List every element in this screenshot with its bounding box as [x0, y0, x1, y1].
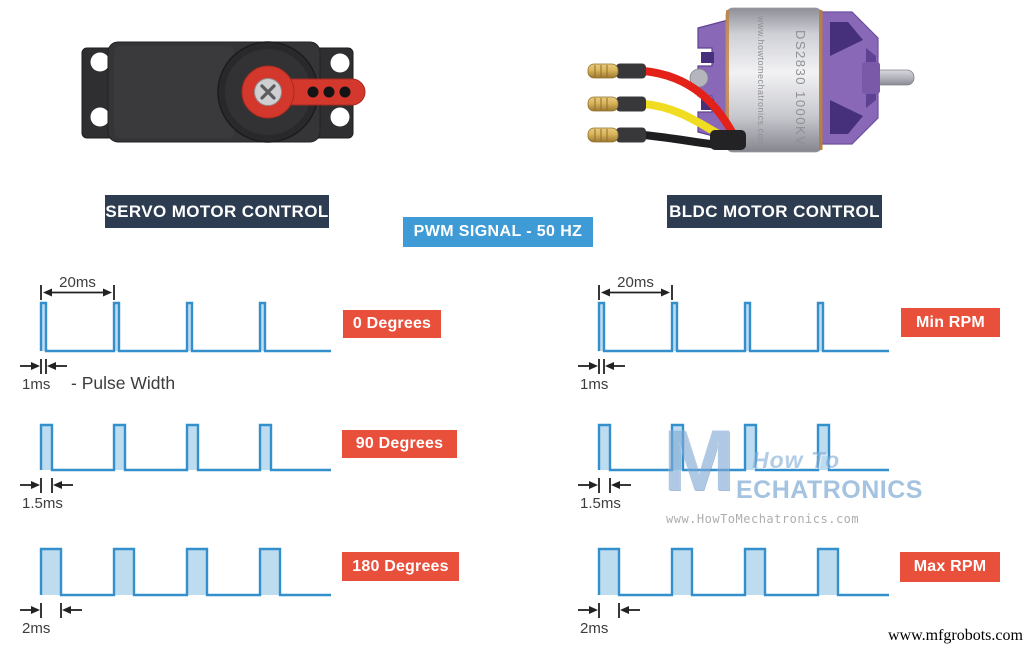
- pulse-fill: [187, 303, 192, 351]
- pulse-train: [39, 301, 331, 353]
- tag-0-degrees: 0 Degrees: [343, 310, 441, 338]
- pulse-width-annotation: 1.5ms: [20, 478, 73, 512]
- pulse-train: [597, 547, 889, 597]
- pulse-fill: [260, 549, 280, 595]
- bullet-connector: [587, 96, 619, 112]
- heat-shrink: [616, 63, 646, 79]
- pulse-fill: [41, 303, 46, 351]
- watermark-m-logo: M: [663, 413, 735, 509]
- wave-row-left-1: 1.5ms: [20, 423, 331, 512]
- pulse-fill: [41, 425, 52, 470]
- pulse-fill: [818, 303, 823, 351]
- pulse-train: [39, 547, 331, 597]
- bullet-connector: [587, 127, 619, 143]
- svg-text:2ms: 2ms: [580, 620, 608, 637]
- pulse-fill: [187, 425, 198, 470]
- pulse-fill: [114, 425, 125, 470]
- svg-text:- Pulse Width: - Pulse Width: [71, 373, 175, 393]
- svg-text:1.5ms: 1.5ms: [580, 495, 621, 512]
- wave-row-left-2: 2ms: [20, 547, 331, 637]
- bldc-brand-text: www.howtomechatronics.com: [756, 15, 766, 147]
- wave-row-right-2: 2ms: [578, 547, 889, 637]
- pulse-width-annotation: 2ms: [578, 603, 640, 637]
- bldc-motor-illustration: www.howtomechatronics.com DS2830 1000KV: [587, 7, 915, 153]
- bullet-connector: [587, 63, 619, 79]
- heat-shrink: [616, 96, 646, 112]
- pulse-fill: [41, 549, 61, 595]
- pulse-fill: [672, 303, 677, 351]
- pulse-fill: [818, 549, 838, 595]
- bldc-model-text: DS2830 1000KV: [793, 30, 808, 146]
- wire-sleeve: [710, 130, 746, 150]
- pulse-fill: [672, 549, 692, 595]
- pulse-width-annotation: 1ms - Pulse Width: [20, 359, 175, 393]
- pulse-fill: [260, 303, 265, 351]
- period-annotation: 20ms: [598, 274, 673, 300]
- wave-row-left-0: 20ms 1ms - Pulse Width: [20, 274, 331, 393]
- watermark-echatronics: ECHATRONICS: [736, 476, 923, 504]
- servo-motor-illustration: [81, 41, 366, 143]
- pulse-width-annotation: 2ms: [20, 603, 82, 637]
- pulse-fill: [114, 549, 134, 595]
- tag-90-degrees: 90 Degrees: [342, 430, 457, 458]
- servo-motor-control-caption: SERVO MOTOR CONTROL: [105, 195, 329, 228]
- pulse-train: [597, 301, 889, 353]
- svg-text:20ms: 20ms: [617, 274, 654, 291]
- pulse-width-annotation: 1.5ms: [578, 478, 631, 512]
- svg-text:1ms: 1ms: [580, 376, 608, 393]
- tag-min-rpm: Min RPM: [901, 308, 1000, 337]
- pulse-fill: [187, 549, 207, 595]
- pulse-fill: [260, 425, 271, 470]
- pulse-fill: [114, 303, 119, 351]
- pulse-train: [39, 423, 331, 472]
- tag-max-rpm: Max RPM: [900, 552, 1000, 582]
- footer-site-url: www.mfgrobots.com: [888, 627, 1023, 644]
- svg-text:1ms: 1ms: [22, 376, 50, 393]
- pulse-fill: [745, 549, 765, 595]
- wave-row-right-0: 20ms 1ms: [578, 274, 889, 393]
- pulse-width-annotation: 1ms: [578, 359, 625, 393]
- howtomechatronics-watermark: M How To ECHATRONICS www.HowToMechatroni…: [660, 418, 922, 535]
- pulse-fill: [599, 303, 604, 351]
- bldc-motor-control-caption: BLDC MOTOR CONTROL: [667, 195, 882, 228]
- watermark-how-to: How To: [752, 447, 841, 473]
- wire-red: [640, 67, 736, 136]
- svg-text:2ms: 2ms: [22, 620, 50, 637]
- pulse-fill: [599, 549, 619, 595]
- pulse-fill: [745, 303, 750, 351]
- svg-text:20ms: 20ms: [59, 274, 96, 291]
- tag-180-degrees: 180 Degrees: [342, 552, 459, 581]
- pwm-signal-banner: PWM SIGNAL - 50 HZ: [403, 217, 593, 247]
- period-annotation: 20ms: [40, 274, 115, 300]
- heat-shrink: [616, 127, 646, 143]
- pulse-fill: [599, 425, 610, 470]
- watermark-url: www.HowToMechatronics.com: [666, 512, 860, 526]
- svg-text:1.5ms: 1.5ms: [22, 495, 63, 512]
